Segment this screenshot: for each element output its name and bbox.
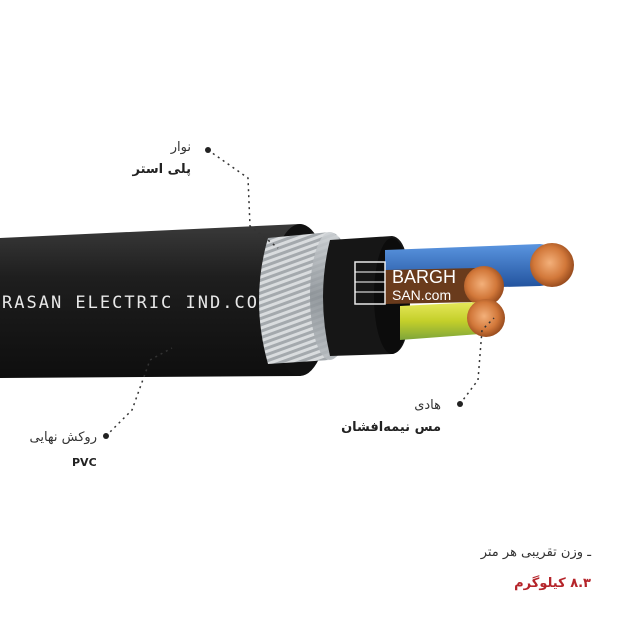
weight-prefix: ـ bbox=[587, 545, 591, 560]
leader-sheath bbox=[105, 347, 173, 437]
copper-end-yg bbox=[467, 299, 505, 337]
sheath-value: PVC bbox=[72, 456, 97, 469]
leader-conductor bbox=[459, 317, 495, 405]
leader-tape bbox=[207, 149, 279, 249]
weight-row: ـ وزن تقریبی هر متر bbox=[481, 545, 591, 560]
logo-bottom: SAN.com bbox=[392, 287, 451, 303]
sheath-label: روکش نهایی bbox=[29, 430, 97, 445]
conductor-value: مس نیمه‌افشان bbox=[341, 420, 441, 435]
conductor-label: هادی bbox=[414, 398, 441, 413]
copper-end-brown bbox=[464, 266, 504, 306]
copper-end-blue bbox=[530, 243, 574, 287]
weight-label: وزن تقریبی هر متر bbox=[480, 545, 584, 560]
jacket-print: RASAN ELECTRIC IND.CO. bbox=[2, 293, 271, 313]
logo-top: BARGH bbox=[392, 267, 456, 287]
tape-value: پلی استر bbox=[132, 162, 192, 177]
barghsan-logo: BARGH SAN.com bbox=[354, 261, 456, 305]
tape-label: نوار bbox=[170, 140, 191, 155]
outer-jacket bbox=[0, 224, 320, 378]
weight-value: ۸.۳ کیلوگرم bbox=[514, 576, 591, 591]
